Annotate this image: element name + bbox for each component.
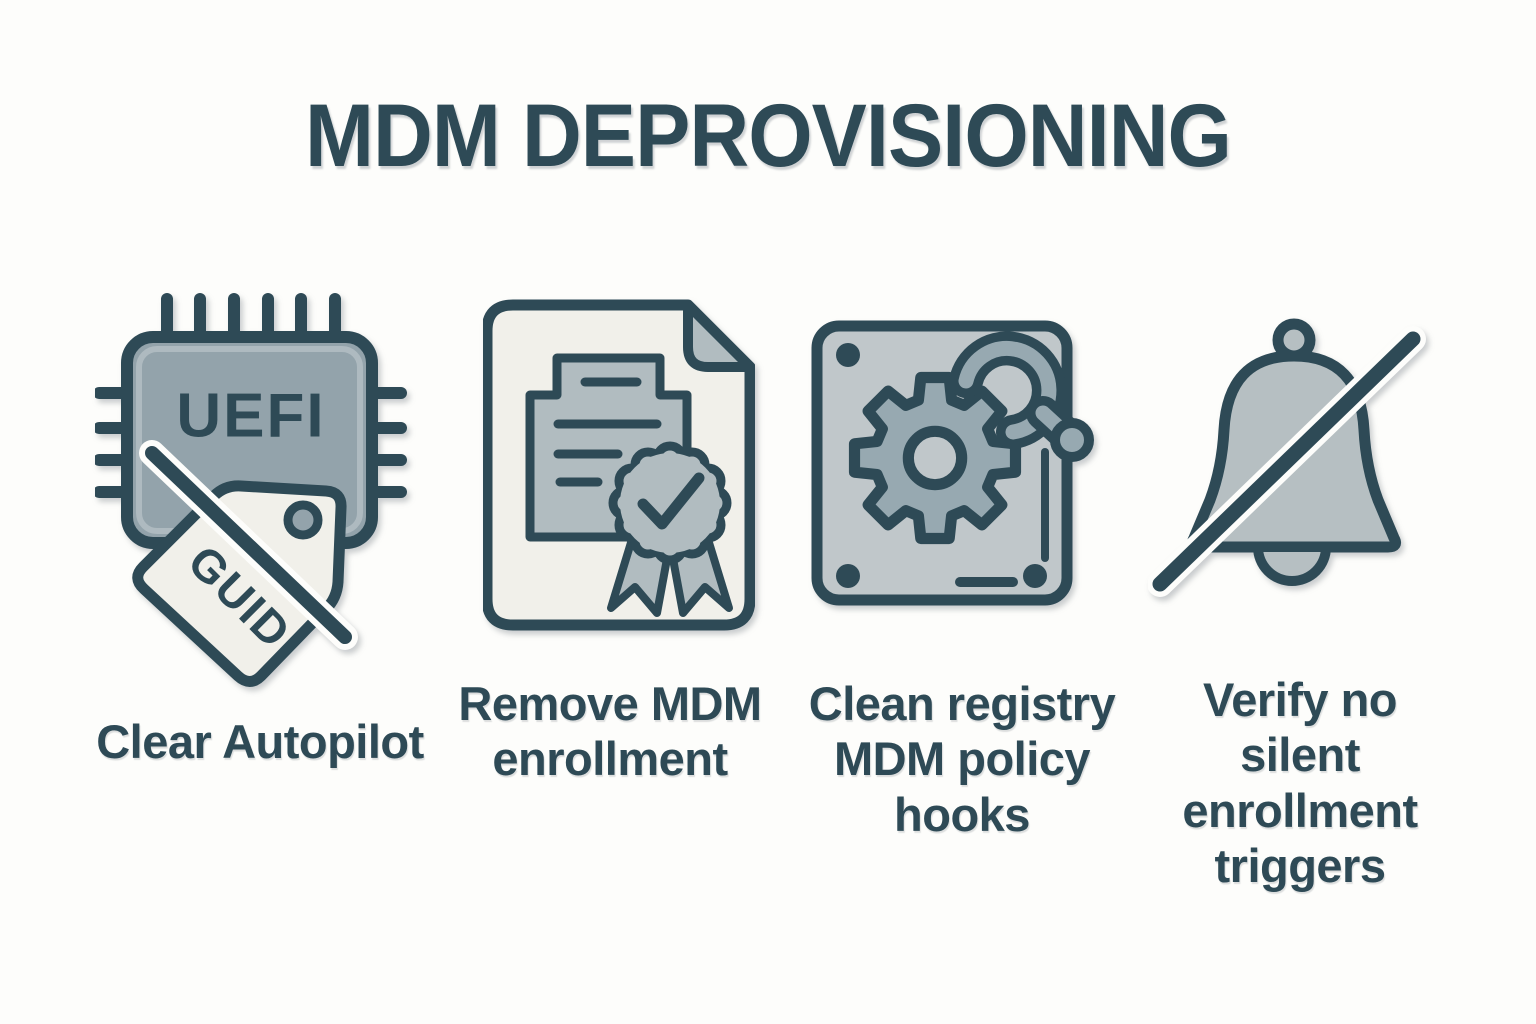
- checkmark: [637, 472, 705, 530]
- step-label: Clear Autopilot: [96, 715, 424, 768]
- step-label: Clean registry MDM policy hooks: [808, 677, 1116, 841]
- step-label: Remove MDM enrollment: [458, 677, 762, 786]
- gear-wrench-panel-icon: [811, 320, 1094, 606]
- bell-clapper: [1252, 542, 1332, 586]
- wrench: [949, 331, 1094, 462]
- page-title: MDM DEPROVISIONING: [305, 85, 1232, 185]
- step-label: Verify no silent enrollment triggers: [1182, 673, 1418, 893]
- uefi-chip-guid-tag-icon: UEFI GUID: [95, 293, 407, 687]
- chip-uefi-text: UEFI: [176, 382, 325, 451]
- gear: [848, 371, 1022, 545]
- tag-hole: [283, 500, 323, 540]
- certificate-document-icon: [483, 299, 755, 631]
- bell-slash-icon: [1148, 318, 1426, 597]
- seal-rosette: [608, 441, 732, 565]
